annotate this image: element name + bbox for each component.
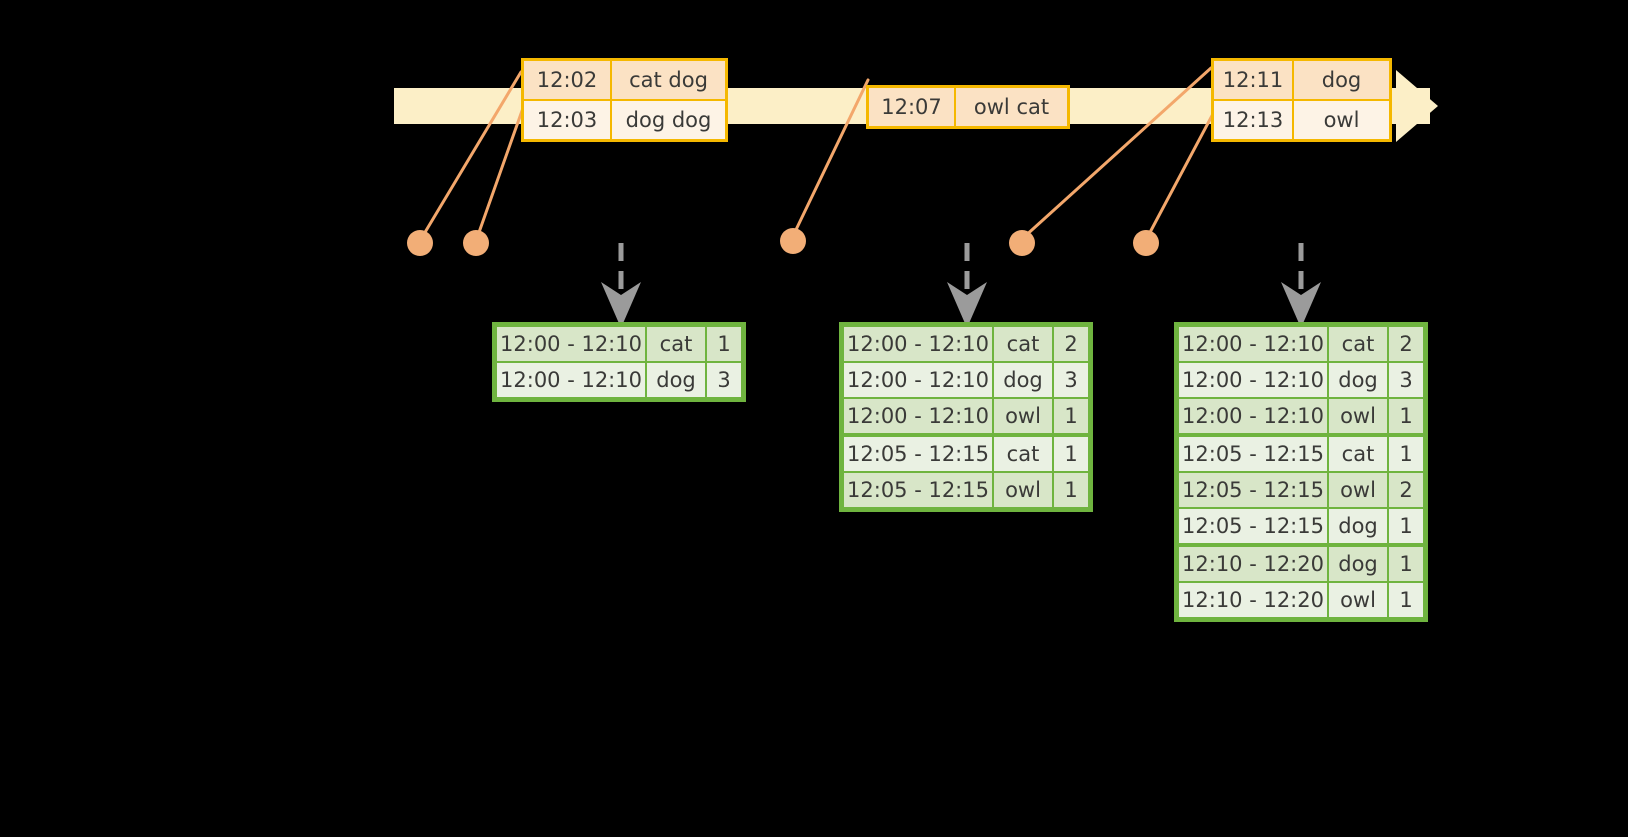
- cell-window: 12:00 - 12:10: [1179, 399, 1327, 433]
- event-time: 12:02: [524, 61, 612, 99]
- cell-count: 2: [1389, 473, 1423, 507]
- cell-window: 12:05 - 12:15: [1179, 509, 1327, 543]
- cell-key: owl: [994, 473, 1052, 507]
- event-row[interactable]: 12:13 owl: [1214, 99, 1389, 139]
- cell-key: owl: [1329, 473, 1387, 507]
- cell-key: cat: [1329, 437, 1387, 471]
- cell-key: cat: [994, 437, 1052, 471]
- processing-dot-4: [1009, 230, 1035, 256]
- cell-count: 1: [1389, 509, 1423, 543]
- cell-count: 1: [1054, 399, 1088, 433]
- event-row[interactable]: 12:07 owl cat: [869, 88, 1067, 126]
- cell-count: 1: [1389, 583, 1423, 617]
- cell-key: cat: [647, 327, 705, 361]
- cell-window: 12:05 - 12:15: [844, 473, 992, 507]
- cell-key: owl: [1329, 399, 1387, 433]
- processing-dot-5: [1133, 230, 1159, 256]
- cell-count: 1: [1389, 437, 1423, 471]
- cell-count: 2: [1389, 327, 1423, 361]
- cell-count: 1: [1389, 399, 1423, 433]
- cell-window: 12:00 - 12:10: [1179, 327, 1327, 361]
- cell-key: dog: [1329, 363, 1387, 397]
- event-time: 12:13: [1214, 101, 1294, 139]
- cell-window: 12:00 - 12:10: [1179, 363, 1327, 397]
- cell-window: 12:05 - 12:15: [1179, 473, 1327, 507]
- event-row[interactable]: 12:02 cat dog: [524, 61, 725, 99]
- event-words: owl: [1294, 101, 1389, 139]
- cell-window: 12:10 - 12:20: [1179, 547, 1327, 581]
- event-group-3[interactable]: 12:11 dog 12:13 owl: [1211, 58, 1392, 142]
- cell-key: owl: [994, 399, 1052, 433]
- processing-dot-2: [463, 230, 489, 256]
- event-group-2[interactable]: 12:07 owl cat: [866, 85, 1070, 129]
- processing-dots: [407, 228, 1159, 256]
- event-words: dog dog: [612, 101, 725, 139]
- cell-key: dog: [647, 363, 705, 397]
- cell-count: 3: [1389, 363, 1423, 397]
- cell-window: 12:00 - 12:10: [497, 363, 645, 397]
- cell-window: 12:00 - 12:10: [844, 363, 992, 397]
- event-row[interactable]: 12:11 dog: [1214, 61, 1389, 99]
- cell-count: 3: [707, 363, 741, 397]
- event-time: 12:03: [524, 101, 612, 139]
- event-words: cat dog: [612, 61, 725, 99]
- event-time: 12:11: [1214, 61, 1294, 99]
- cell-count: 2: [1054, 327, 1088, 361]
- cell-window: 12:05 - 12:15: [844, 437, 992, 471]
- cell-count: 1: [1054, 437, 1088, 471]
- cell-key: dog: [994, 363, 1052, 397]
- cell-window: 12:05 - 12:15: [1179, 437, 1327, 471]
- event-words: owl cat: [956, 88, 1067, 126]
- event-time: 12:07: [869, 88, 956, 126]
- processing-dot-1: [407, 230, 433, 256]
- cell-key: cat: [994, 327, 1052, 361]
- cell-window: 12:00 - 12:10: [497, 327, 645, 361]
- cell-key: owl: [1329, 583, 1387, 617]
- cell-count: 1: [707, 327, 741, 361]
- cell-key: cat: [1329, 327, 1387, 361]
- event-row[interactable]: 12:03 dog dog: [524, 99, 725, 139]
- cell-count: 3: [1054, 363, 1088, 397]
- event-words: dog: [1294, 61, 1389, 99]
- emit-arrows: [601, 243, 1321, 329]
- event-group-1[interactable]: 12:02 cat dog 12:03 dog dog: [521, 58, 728, 142]
- cell-window: 12:10 - 12:20: [1179, 583, 1327, 617]
- cell-key: dog: [1329, 509, 1387, 543]
- cell-count: 1: [1054, 473, 1088, 507]
- cell-window: 12:00 - 12:10: [844, 327, 992, 361]
- processing-dot-3: [780, 228, 806, 254]
- cell-window: 12:00 - 12:10: [844, 399, 992, 433]
- cell-count: 1: [1389, 547, 1423, 581]
- cell-key: dog: [1329, 547, 1387, 581]
